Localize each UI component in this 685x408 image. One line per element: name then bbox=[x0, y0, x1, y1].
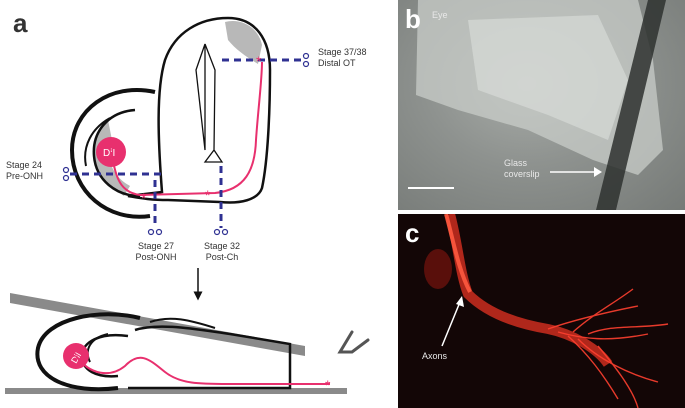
axons-label: Axons bbox=[422, 351, 448, 361]
dii-label-top: DiI bbox=[103, 148, 115, 159]
coverslip bbox=[10, 293, 305, 356]
cut-label-stage: Stage 32 bbox=[203, 241, 241, 251]
svg-text:*: * bbox=[141, 190, 147, 206]
panel-letter-b: b bbox=[405, 4, 421, 34]
cut-label-site: Post-ONH bbox=[135, 252, 177, 262]
cut-label-post-ch: Stage 32 Post-Ch bbox=[198, 241, 246, 263]
glass-slide bbox=[5, 388, 347, 394]
scissors-icon bbox=[62, 52, 310, 236]
eye-label: Eye bbox=[432, 10, 448, 20]
cut-label-pre-onh: Stage 24 Pre-ONH bbox=[6, 160, 43, 182]
cut-label-post-onh: Stage 27 Post-ONH bbox=[132, 241, 180, 263]
cut-label-site: Post-Ch bbox=[205, 252, 239, 262]
tectum-shading bbox=[225, 20, 262, 64]
cut-markers: * * * bbox=[141, 53, 262, 206]
eye-cup-outer bbox=[69, 88, 156, 219]
cut-label-stage: Stage 27 bbox=[137, 241, 175, 251]
coverslip-edge bbox=[596, 0, 666, 210]
panel-letter-c: c bbox=[405, 218, 420, 248]
axon-path-bottom bbox=[75, 355, 330, 385]
flattened-eye-cup bbox=[35, 312, 141, 392]
svg-text:*: * bbox=[256, 53, 262, 69]
schematic-diagram: DiI * * * DiI * bbox=[5, 16, 370, 394]
micrograph-fluorescence: c Axons bbox=[398, 214, 685, 408]
axons-arrow bbox=[441, 301, 461, 347]
coverslip-label: Glass coverslip bbox=[504, 158, 540, 179]
svg-text:*: * bbox=[325, 377, 331, 393]
cut-label-site: Distal OT bbox=[318, 58, 356, 68]
axon-path-top bbox=[110, 61, 263, 197]
eye-cup-inner bbox=[92, 108, 141, 198]
micrograph-brightfield: b Eye Glass coverslip bbox=[398, 0, 685, 210]
cut-label-site: Pre-ONH bbox=[6, 171, 44, 181]
flattened-brain-outline bbox=[128, 325, 292, 390]
cut-label-distal-ot: Stage 37/38 Distal OT bbox=[318, 47, 367, 69]
svg-text:*: * bbox=[205, 187, 211, 203]
ventricle bbox=[203, 43, 224, 163]
axon-bundle bbox=[445, 214, 613, 368]
axon-branches bbox=[547, 288, 669, 408]
cut-label-stage: Stage 37/38 bbox=[318, 47, 367, 57]
forceps-icon bbox=[337, 330, 370, 354]
cut-label-stage: Stage 24 bbox=[6, 160, 43, 170]
panel-letter-a: a bbox=[13, 8, 28, 38]
cut-lines bbox=[70, 58, 302, 228]
